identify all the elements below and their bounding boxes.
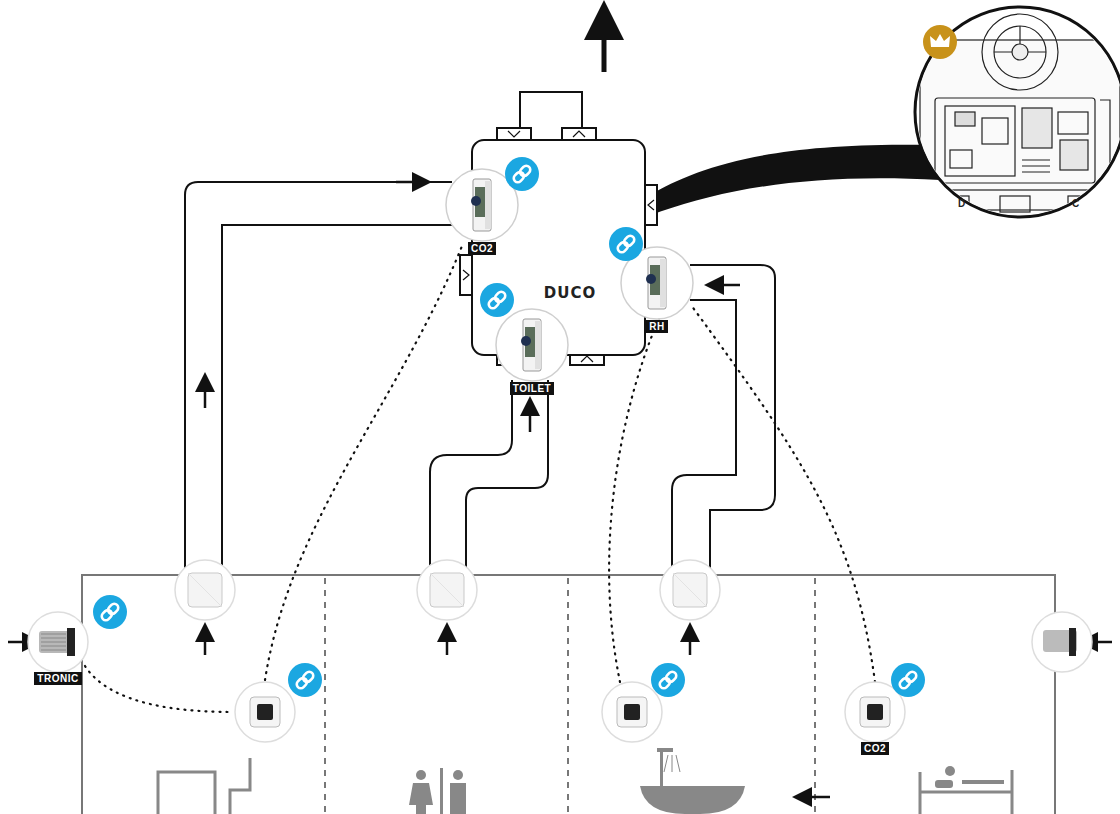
device-tag: TOILET <box>510 382 554 395</box>
tronic-node: TRONIC <box>26 610 90 690</box>
valve-node: RH <box>619 247 695 339</box>
brand-name: DUCO <box>544 284 596 302</box>
connector-letter: D <box>958 198 965 209</box>
device-tag: CO2 <box>861 742 889 755</box>
valve-node: CO2 <box>444 169 520 261</box>
connector-letter: C <box>1072 198 1079 209</box>
ventilation-unit: DUCOCO2TOILETRH <box>472 140 645 355</box>
device-tag: RH <box>646 320 667 333</box>
device-tag: CO2 <box>468 242 496 255</box>
wireless-link <box>691 305 875 682</box>
device-tag: TRONIC <box>34 672 81 685</box>
sensor-node: CO2 <box>843 680 907 764</box>
valve-node: TOILET <box>494 309 570 403</box>
